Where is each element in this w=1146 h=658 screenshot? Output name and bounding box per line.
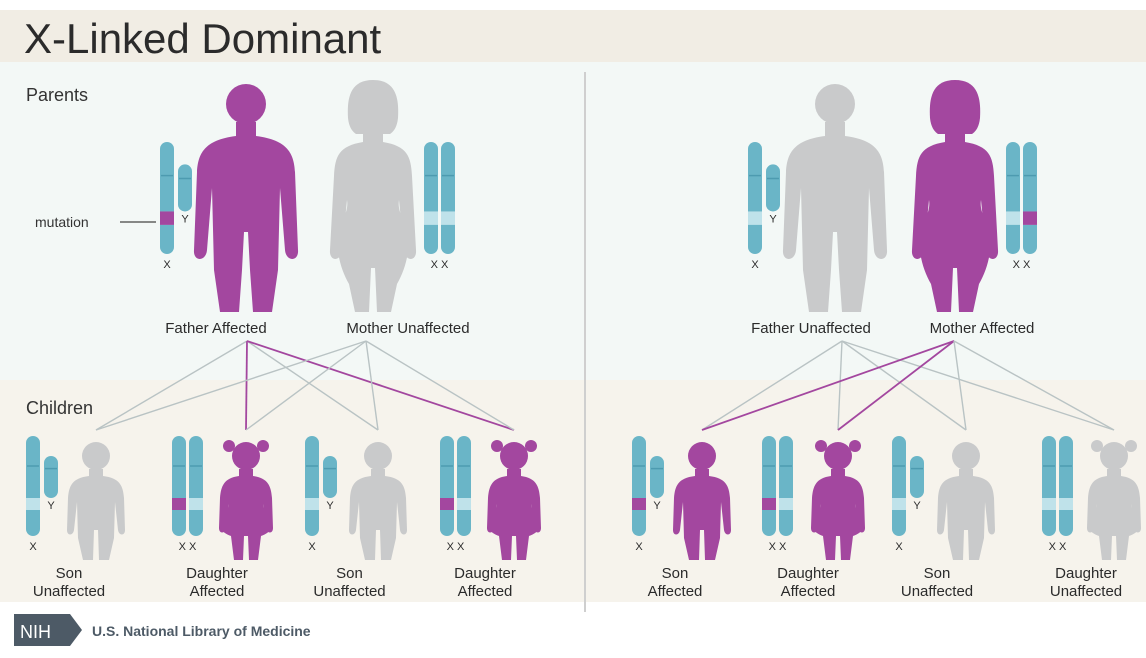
x-label: X — [635, 541, 643, 553]
x-chromosome — [189, 436, 203, 536]
x-label: X — [163, 259, 171, 271]
x-label: X — [29, 541, 37, 553]
mutation-band — [762, 498, 776, 510]
x-chromosome — [424, 142, 438, 254]
xx-label: X X — [1049, 541, 1067, 553]
children-heading: Children — [26, 398, 93, 418]
x-chromosome — [440, 436, 454, 536]
page-title: X-Linked Dominant — [24, 15, 382, 62]
mutation-band — [1023, 211, 1037, 224]
xx-label: X X — [769, 541, 787, 553]
child-label-line1: Son — [662, 565, 689, 582]
child-label-line2: Unaffected — [901, 583, 973, 600]
x-chromosome — [892, 436, 906, 536]
x-label: X — [308, 541, 316, 553]
child-label-line2: Affected — [190, 583, 245, 600]
child-label-line1: Daughter — [186, 565, 248, 582]
parents-heading: Parents — [26, 85, 88, 105]
x-chromosome — [748, 142, 762, 254]
mutation-label: mutation — [35, 214, 89, 230]
y-chromosome — [650, 456, 664, 498]
y-chromosome — [766, 164, 780, 211]
father-label: Father Affected — [165, 320, 266, 337]
y-label: Y — [769, 213, 777, 225]
father-label: Father Unaffected — [751, 320, 871, 337]
child-label-line2: Affected — [458, 583, 513, 600]
x-chromosome — [441, 142, 455, 254]
x-chromosome — [26, 436, 40, 536]
y-chromosome — [323, 456, 337, 498]
y-label: Y — [326, 500, 334, 512]
x-chromosome — [779, 436, 793, 536]
x-chromosome — [160, 142, 174, 254]
x-chromosome — [632, 436, 646, 536]
mother-label: Mother Affected — [930, 320, 1035, 337]
mutation-band — [160, 211, 174, 224]
child-label-line1: Son — [336, 565, 363, 582]
mutation-band — [172, 498, 186, 510]
y-label: Y — [653, 500, 661, 512]
child-label-line1: Daughter — [454, 565, 516, 582]
affected-inheritance-line — [246, 341, 247, 430]
child-label-line2: Unaffected — [33, 583, 105, 600]
x-chromosome — [1006, 142, 1020, 254]
child-label-line2: Unaffected — [313, 583, 385, 600]
x-label: X — [751, 259, 759, 271]
x-chromosome — [1042, 436, 1056, 536]
child-label-line1: Son — [56, 565, 83, 582]
y-label: Y — [47, 500, 55, 512]
y-chromosome — [44, 456, 58, 498]
x-chromosome — [457, 436, 471, 536]
x-chromosome — [762, 436, 776, 536]
child-label-line1: Son — [924, 565, 951, 582]
xx-label: X X — [179, 541, 197, 553]
mother-label: Mother Unaffected — [346, 320, 469, 337]
nih-logo-text: NIH — [20, 622, 51, 642]
xx-label: X X — [447, 541, 465, 553]
x-chromosome — [305, 436, 319, 536]
xx-label: X X — [431, 259, 449, 271]
nih-logo: NIH — [14, 614, 82, 646]
xx-label: X X — [1013, 259, 1031, 271]
child-label-line2: Unaffected — [1050, 583, 1122, 600]
y-label: Y — [913, 500, 921, 512]
child-label-line2: Affected — [648, 583, 703, 600]
mutation-band — [440, 498, 454, 510]
org-name: U.S. National Library of Medicine — [92, 623, 311, 639]
x-chromosome — [172, 436, 186, 536]
y-label: Y — [181, 213, 189, 225]
child-label-line1: Daughter — [777, 565, 839, 582]
x-chromosome — [1059, 436, 1073, 536]
child-label-line1: Daughter — [1055, 565, 1117, 582]
x-label: X — [895, 541, 903, 553]
y-chromosome — [178, 164, 192, 211]
child-label-line2: Affected — [781, 583, 836, 600]
mutation-band — [632, 498, 646, 510]
y-chromosome — [910, 456, 924, 498]
x-chromosome — [1023, 142, 1037, 254]
